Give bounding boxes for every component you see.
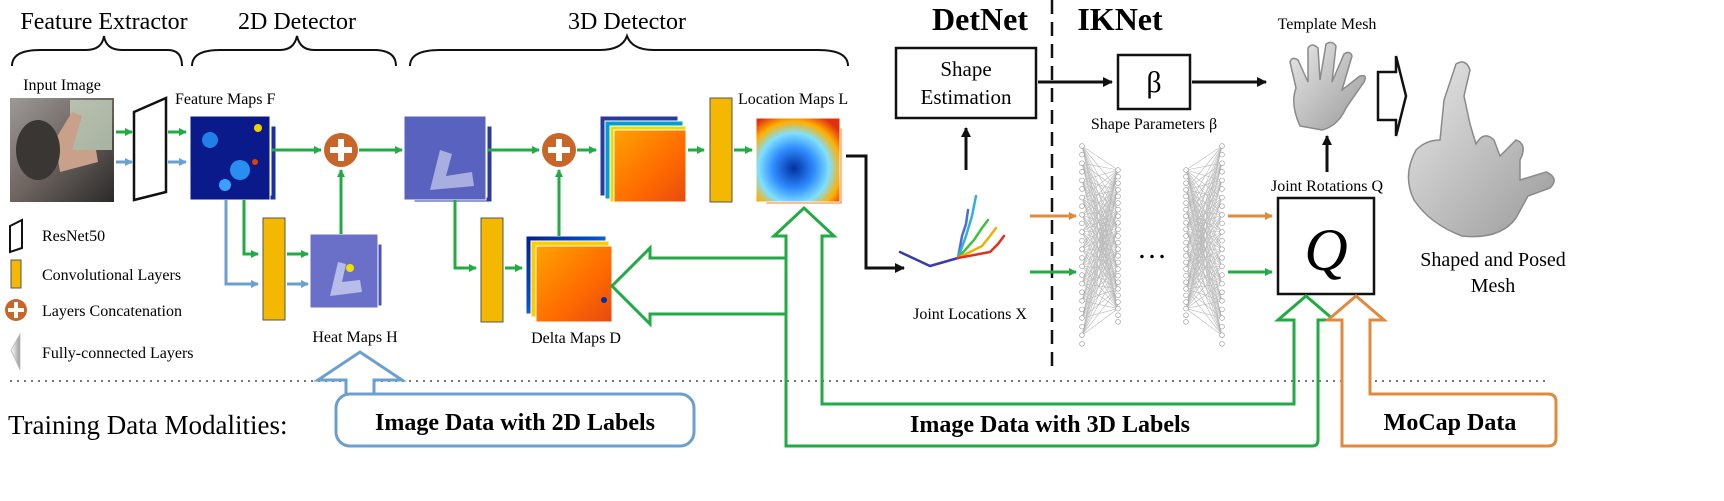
legend-fc-label: Fully-connected Layers (42, 345, 194, 362)
legend-conv-label: Convolutional Layers (42, 267, 181, 284)
heat-maps-stack (309, 233, 383, 309)
output-mesh-line2: Mesh (1471, 275, 1515, 297)
feature-extractor-title: Feature Extractor (20, 9, 187, 35)
joint-rotations-label: Joint Rotations Q (1271, 178, 1383, 195)
feature-extractor-brace (11, 35, 183, 67)
location-maps-label: Location Maps L (738, 91, 848, 108)
detector-2d-title: 2D Detector (238, 9, 356, 35)
mocap-label: MoCap Data (1384, 410, 1517, 436)
detector-3d-brace (409, 33, 849, 67)
combined-maps-stack (403, 115, 493, 203)
resnet-block (132, 96, 168, 202)
q-symbol: Q (1304, 217, 1347, 283)
joint-locations-label: Joint Locations X (913, 306, 1027, 323)
data-3d-delta-arrow (609, 244, 786, 328)
iknet-title: IKNet (1077, 1, 1163, 37)
conv-layer-delta (480, 217, 504, 323)
iknet-ellipsis: … (1137, 232, 1167, 265)
delta-maps-stack (525, 235, 613, 323)
data-3d-connector (770, 205, 1339, 448)
detnet-title: DetNet (932, 1, 1028, 37)
location-maps-stack (755, 117, 843, 205)
detector-3d-title: 3D Detector (568, 9, 686, 35)
shape-estimation-line1: Shape (940, 57, 991, 81)
data-3d-label: Image Data with 3D Labels (910, 412, 1190, 438)
mocap-connector (1323, 294, 1558, 448)
data-2d-label: Image Data with 2D Labels (375, 410, 655, 436)
feature-maps-label: Feature Maps F (175, 91, 276, 108)
concat-node-2 (542, 133, 576, 167)
joint-locations-skeleton (898, 194, 1006, 268)
output-mesh-line1: Shaped and Posed (1420, 249, 1566, 271)
legend-resnet-icon (9, 218, 23, 254)
delta-maps-label: Delta Maps D (531, 330, 621, 347)
data-2d-box (334, 392, 696, 448)
conv-layer-location (709, 97, 733, 203)
input-image-label: Input Image (23, 77, 101, 94)
shape-estimation-line2: Estimation (921, 85, 1012, 109)
concat-3d-maps-stack (599, 115, 687, 203)
template-mesh-hand (1289, 41, 1367, 131)
legend-resnet-label: ResNet50 (42, 228, 105, 245)
template-mesh-label: Template Mesh (1278, 16, 1377, 33)
posed-mesh-hand (1407, 61, 1555, 238)
legend-concat-label: Layers Concatenation (42, 303, 182, 320)
feature-maps-stack (189, 115, 277, 201)
beta-symbol: β (1146, 66, 1161, 99)
legend-concat-icon (5, 299, 27, 321)
heat-maps-label: Heat Maps H (312, 329, 398, 346)
training-title: Training Data Modalities: (8, 410, 287, 440)
conv-layer-2d (262, 217, 286, 321)
data-2d-connector (313, 350, 407, 394)
beta-box (1116, 53, 1192, 111)
q-box (1276, 196, 1376, 296)
iknet-fc-layers (1079, 143, 1225, 347)
input-image (10, 98, 114, 202)
legend-fc-icon (10, 332, 21, 371)
location-to-joints-arrow (846, 154, 905, 273)
shape-parameters-label: Shape Parameters β (1091, 116, 1217, 133)
mesh-output-arrow (1376, 55, 1408, 137)
detector-2d-brace (191, 35, 397, 67)
shape-estimation-box (894, 46, 1038, 120)
concat-node-1 (324, 133, 358, 167)
legend-conv-icon (10, 259, 22, 289)
